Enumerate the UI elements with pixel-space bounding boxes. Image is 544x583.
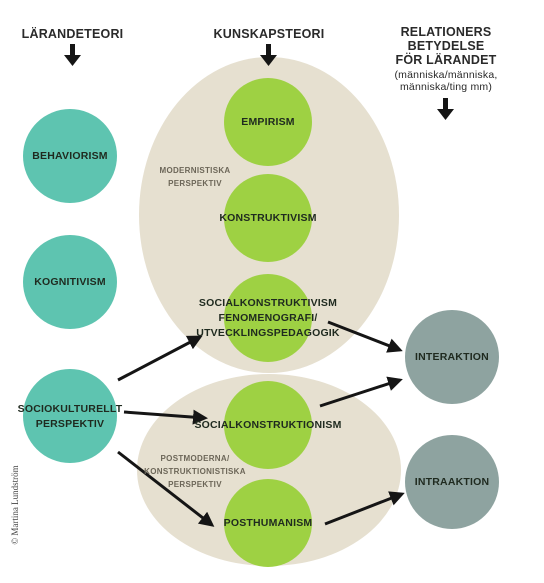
interaction-label: INTERAKTION — [415, 350, 489, 363]
arrow-socialconstructionism-to-interaction — [319, 376, 403, 408]
empiricism-label: EMPIRISM — [241, 115, 295, 128]
sociocultural-label: SOCIOKULTURELLT PERSPEKTIV — [17, 403, 123, 430]
socialconstructionism-label: SOCIALKONSTRUKTIONISM — [194, 418, 342, 431]
arrow-socialconstructivism-to-interaction — [327, 320, 403, 353]
behaviorism-circle — [23, 109, 117, 203]
empiricism-circle — [224, 78, 312, 166]
posthumanism-label: POSTHUMANISM — [223, 516, 313, 529]
arrow-sociocultural-to-posthumanism — [117, 450, 215, 527]
learning-theory-header: LÄRANDETEORI — [21, 27, 124, 41]
cognitivism-label: KOGNITIVISM — [34, 275, 106, 288]
down-arrow-icon — [437, 98, 454, 120]
down-arrow-icon — [260, 44, 277, 66]
copyright-credit: © Martina Lundström — [10, 465, 20, 545]
constructivism-label: KONSTRUKTIVISM — [219, 211, 317, 224]
arrow-posthumanism-to-intraaction — [324, 491, 405, 526]
cognitivism-circle — [23, 235, 117, 329]
arrow-sociocultural-to-socialconstructionism — [123, 409, 208, 425]
down-arrow-icon — [64, 44, 81, 66]
interaction-circle — [405, 310, 499, 404]
relations-header: RELATIONERS BETYDELSE FÖR LÄRANDET (männ… — [394, 25, 498, 93]
postmodern-perspective-label: POSTMODERNA/ KONSTRUKTIONISTISKA PERSPEK… — [144, 454, 246, 489]
knowledge-theory-header: KUNSKAPSTEORI — [213, 27, 325, 41]
intraaction-label: INTRAAKTION — [414, 475, 490, 488]
socialconstructionism-circle — [224, 381, 312, 469]
arrow-sociocultural-to-socialconstructivism — [117, 335, 203, 382]
sociocultural-circle — [23, 369, 117, 463]
constructivism-circle — [224, 174, 312, 262]
posthumanism-circle — [224, 479, 312, 567]
socialconstructivism-label: SOCIALKONSTRUKTIVISM FENOMENOGRAFI/ UTVE… — [196, 296, 340, 339]
behaviorism-label: BEHAVIORISM — [32, 149, 108, 162]
modernist-perspective-label: MODERNISTISKA PERSPEKTIV — [159, 166, 231, 188]
intraaction-circle — [405, 435, 499, 529]
socialconstructivism-circle — [224, 274, 312, 362]
